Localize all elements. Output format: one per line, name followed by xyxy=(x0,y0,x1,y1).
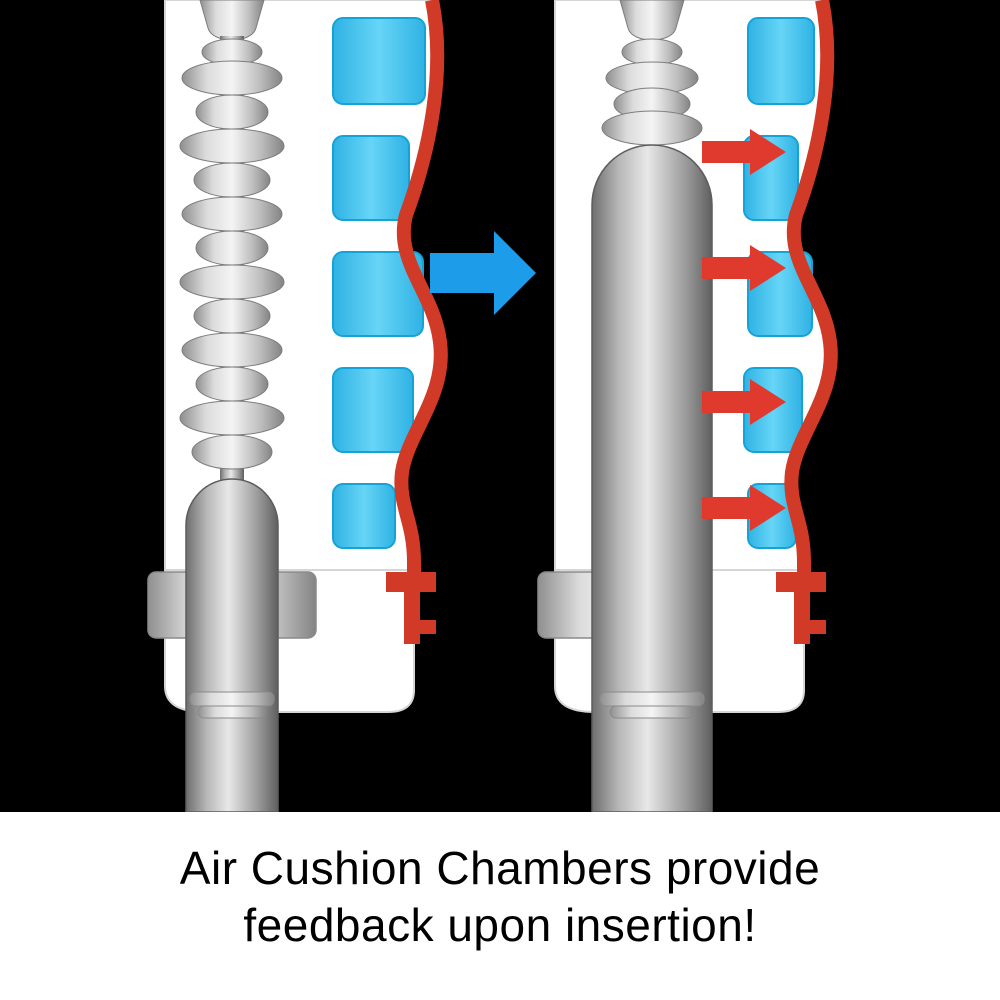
ribbed-sleeve xyxy=(179,0,285,480)
bottom-ring xyxy=(189,691,275,707)
red-bracket xyxy=(776,572,826,644)
red-bracket xyxy=(386,572,436,644)
bottom-ring xyxy=(609,705,695,719)
rod xyxy=(185,478,279,812)
red-liner xyxy=(394,0,448,575)
red-arrow-icon xyxy=(702,129,786,175)
red-arrow-icon xyxy=(702,245,786,291)
red-arrow-icon xyxy=(702,485,786,531)
blue-right-arrow-icon xyxy=(430,231,536,315)
rod-inserted xyxy=(591,144,713,812)
panel-after-insertion xyxy=(537,0,838,812)
air-chamber xyxy=(332,367,414,453)
caption: Air Cushion Chambers provide feedback up… xyxy=(0,812,1000,1000)
air-chamber xyxy=(747,17,815,105)
ribbed-sleeve xyxy=(601,0,703,146)
red-liner xyxy=(784,0,838,575)
air-chamber xyxy=(332,135,410,221)
bottom-ring xyxy=(599,691,705,707)
caption-line-1: Air Cushion Chambers provide xyxy=(179,842,821,894)
panel-before-insertion xyxy=(147,0,448,812)
diagram-svg xyxy=(147,0,838,812)
caption-line-2: feedback upon insertion! xyxy=(243,899,757,951)
bottom-ring xyxy=(197,705,267,719)
air-chamber xyxy=(332,17,426,105)
air-chamber xyxy=(332,483,396,549)
red-arrow-icon xyxy=(702,379,786,425)
